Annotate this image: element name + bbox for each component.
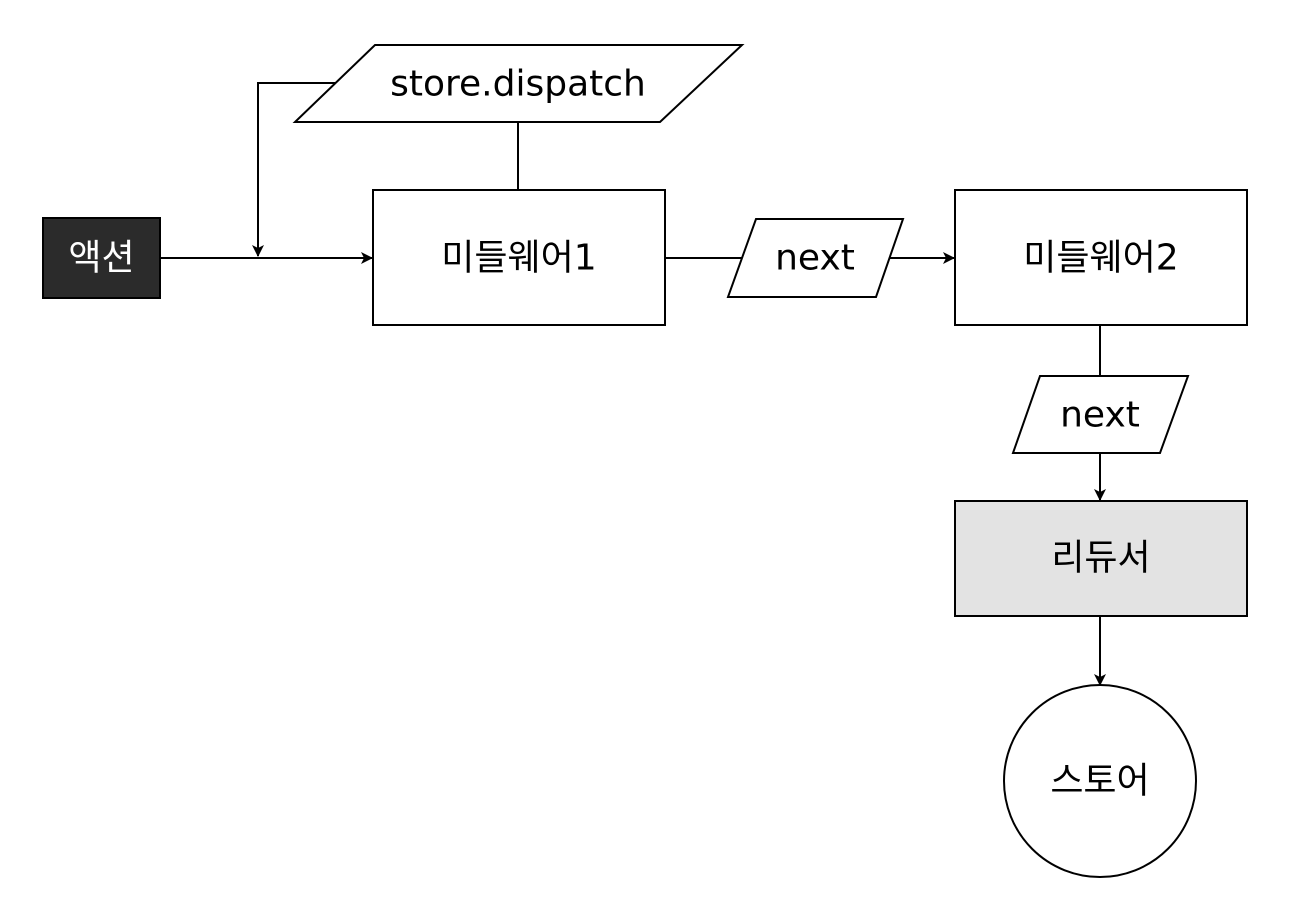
middleware1-label: 미들웨어1 <box>441 238 596 279</box>
dispatch-parallelogram <box>292 44 745 123</box>
action-box <box>42 217 161 299</box>
next1-label: next <box>775 238 855 279</box>
next2-label: next <box>1060 395 1140 436</box>
next2-parallelogram <box>1011 375 1190 454</box>
reducer-box <box>954 500 1248 617</box>
node-action: 액션 <box>42 217 161 299</box>
middleware1-box <box>372 189 666 326</box>
reducer-label: 리듀서 <box>1051 538 1150 579</box>
node-dispatch: store.dispatch <box>292 44 745 123</box>
node-next2: next <box>1011 375 1190 454</box>
next1-parallelogram <box>726 218 905 298</box>
node-reducer: 리듀서 <box>954 500 1248 617</box>
middleware2-label: 미들웨어2 <box>1023 238 1178 279</box>
action-label: 액션 <box>68 238 134 279</box>
edge-dispatch-to-action-line <box>252 82 335 257</box>
node-middleware2: 미들웨어2 <box>954 189 1248 326</box>
store-circle <box>1003 684 1197 878</box>
node-store: 스토어 <box>1003 684 1197 878</box>
edges <box>160 82 1106 686</box>
node-middleware1: 미들웨어1 <box>372 189 666 326</box>
middleware2-box <box>954 189 1248 326</box>
dispatch-label: store.dispatch <box>390 64 646 105</box>
store-label: 스토어 <box>1050 761 1149 802</box>
node-next1: next <box>726 218 905 298</box>
